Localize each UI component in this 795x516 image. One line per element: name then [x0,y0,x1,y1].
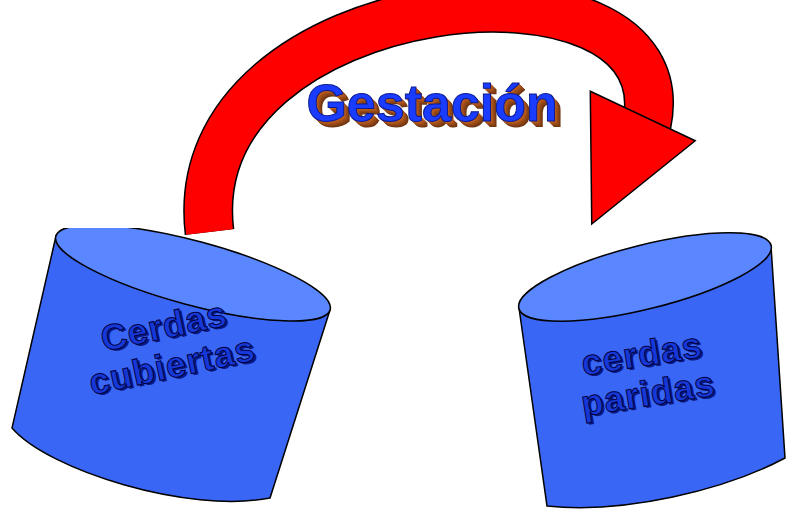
edge-label: Gestación [306,75,557,131]
arrow-head [590,91,695,224]
cylinder-node: Cerdas cubiertas [8,228,333,503]
cylinder-node: cerdas paridas [485,222,790,512]
arrow-band [208,8,649,232]
arrow-band-outline [208,8,649,232]
curved-arrow [208,8,695,232]
cylinder-top [511,222,779,339]
